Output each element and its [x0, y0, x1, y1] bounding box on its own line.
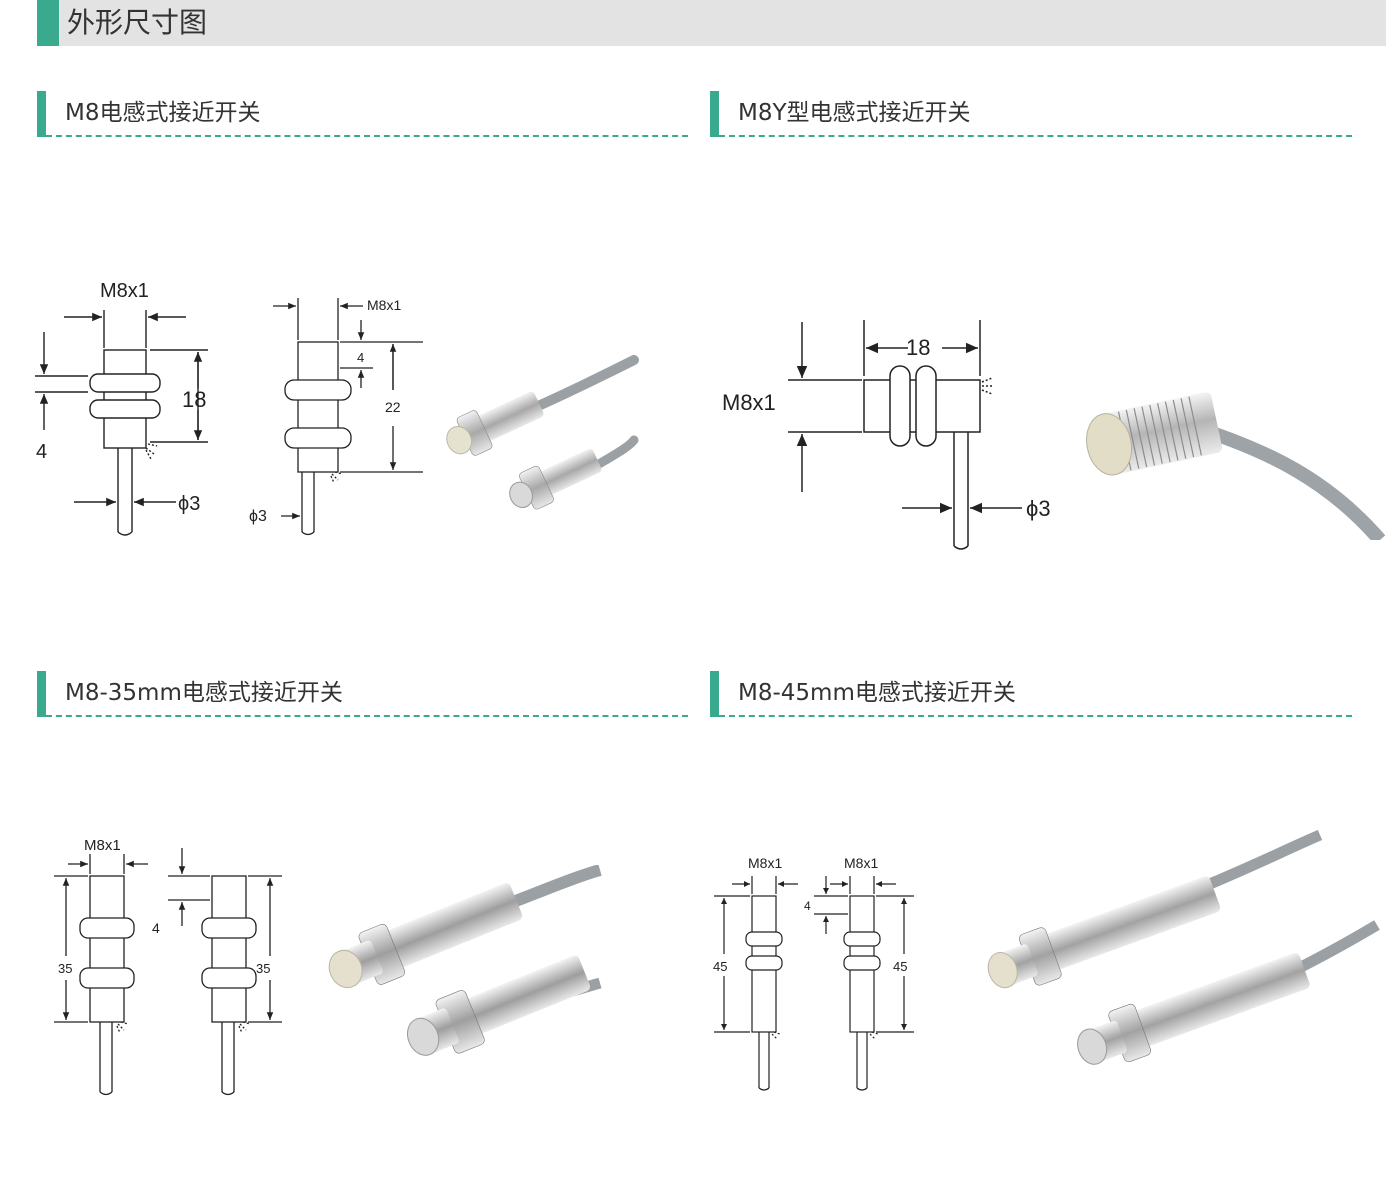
section-title: M8-45mm电感式接近开关 [738, 680, 1016, 706]
dim-length: 18 [182, 387, 206, 412]
dim-thread: M8x1 [748, 855, 782, 871]
dim-thread: M8x1 [367, 297, 401, 313]
m8-dimension-drawing-a: M8x1 18 4 ϕ3 [35, 280, 208, 536]
section-title: M8-35mm电感式接近开关 [65, 680, 343, 706]
page-title: 外形尺寸图 [67, 6, 208, 39]
m8-product-photo [446, 355, 639, 510]
m8y-dimension-drawing: 18 M8x1 ϕ3 [722, 320, 1051, 550]
section-divider [719, 135, 1352, 137]
m8-45-dimension-drawing: M8x1 45 M8x1 4 45 [713, 855, 914, 1091]
section-accent [710, 91, 719, 137]
section-divider [46, 135, 688, 137]
dim-thread: M8x1 [722, 390, 776, 415]
header-accent [37, 0, 59, 46]
dim-length: 45 [713, 959, 727, 974]
dim-nut: 4 [357, 350, 364, 365]
m8-45-product-photo [987, 830, 1380, 1065]
section-header-m8-35: M8-35mm电感式接近开关 [37, 671, 688, 719]
m8-dimension-drawing-b: M8x1 4 22 ϕ3 [249, 297, 423, 536]
dim-dia: ϕ3 [1026, 496, 1051, 521]
section-header-m8-45: M8-45mm电感式接近开关 [710, 671, 1352, 719]
dim-length: 18 [906, 335, 930, 360]
dim-length: 45 [893, 959, 907, 974]
dim-dia: ϕ3 [178, 493, 200, 515]
section-divider [719, 715, 1352, 717]
m8-35-dimension-drawing: M8x1 35 4 35 [54, 837, 282, 1096]
section-header-m8: M8电感式接近开关 [37, 91, 688, 139]
section-accent [710, 671, 719, 717]
dim-length: 35 [256, 961, 270, 976]
dim-thread: M8x1 [844, 855, 878, 871]
section-title: M8电感式接近开关 [65, 100, 261, 126]
dim-thread: M8x1 [100, 280, 149, 302]
section-accent [37, 671, 46, 717]
dim-thread: M8x1 [84, 837, 121, 854]
section-header-m8y: M8Y型电感式接近开关 [710, 91, 1352, 139]
dim-dia: ϕ3 [249, 508, 267, 525]
section-accent [37, 91, 46, 137]
dim-nut: 4 [804, 899, 811, 913]
section-divider [46, 715, 688, 717]
header-bar: 外形尺寸图 [37, 0, 1386, 46]
dim-length: 22 [385, 399, 401, 415]
section-title: M8Y型电感式接近开关 [738, 100, 971, 126]
dim-nut: 4 [152, 920, 160, 936]
m8-35-product-photo [328, 865, 602, 1056]
dim-nut: 4 [36, 441, 47, 463]
m8y-product-photo [1086, 392, 1386, 540]
dim-length: 35 [58, 961, 72, 976]
